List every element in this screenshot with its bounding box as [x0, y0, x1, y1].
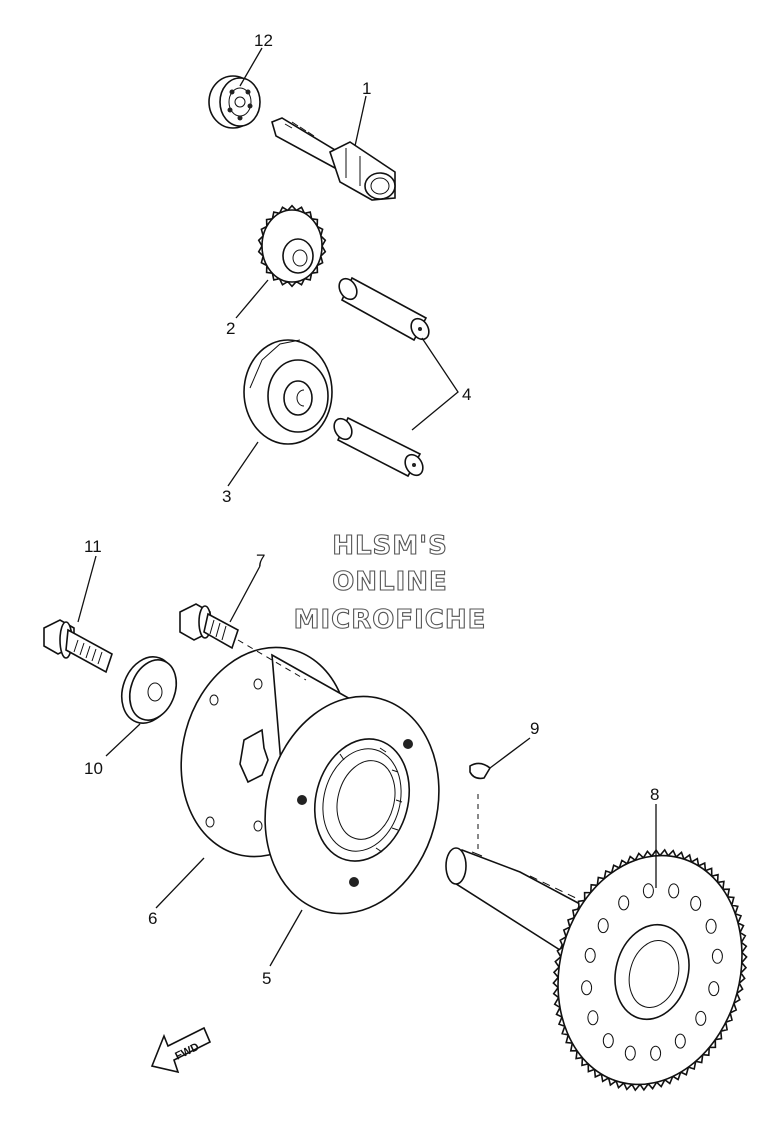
- callout-8: 8: [650, 785, 659, 804]
- part-8-ring-gear: [552, 848, 748, 1092]
- leader-lines: [77, 47, 657, 967]
- callout-2: 2: [226, 319, 235, 338]
- ring-gear-hole: [581, 980, 593, 996]
- callout-5: 5: [262, 969, 271, 988]
- ring-gear-hole: [674, 1033, 686, 1049]
- callout-4: 4: [462, 385, 471, 404]
- part-2-small-gear: [257, 204, 327, 288]
- ring-gear-hole: [705, 918, 717, 934]
- ring-gear-hole: [650, 1045, 662, 1061]
- shaft-end: [445, 847, 582, 952]
- ring-gear-hole: [602, 1033, 614, 1049]
- callout-10: 10: [84, 759, 103, 778]
- ring-gear-hole: [642, 883, 654, 899]
- callout-3: 3: [222, 487, 231, 506]
- ring-gear-hole: [668, 883, 680, 899]
- part-1-shaft: [271, 117, 396, 201]
- ring-gear-hole: [711, 948, 723, 964]
- part-3-large-gear: [243, 339, 333, 445]
- callout-12: 12: [254, 31, 273, 50]
- callout-1: 1: [362, 79, 371, 98]
- ring-gear-hole: [624, 1045, 636, 1061]
- part-11-flange-bolt: [43, 619, 113, 674]
- callout-11: 11: [84, 537, 102, 556]
- ring-gear-hole: [708, 981, 720, 997]
- part-5-starter-clutch: [264, 653, 440, 915]
- part-7-bolt: [179, 603, 239, 650]
- ring-gear-hole: [618, 895, 630, 911]
- part-10-washer: [120, 656, 178, 724]
- fwd-arrow-icon: FWD: [150, 1026, 212, 1074]
- ring-gear-hole: [597, 918, 609, 934]
- callout-7: 7: [256, 551, 265, 570]
- callout-6: 6: [148, 909, 157, 928]
- watermark-line-2: ONLINE: [332, 567, 448, 597]
- part-4-pin-upper: [338, 276, 430, 342]
- ring-gear-hole: [695, 1010, 707, 1026]
- ring-gear-hole: [584, 947, 596, 963]
- callout-9: 9: [530, 719, 539, 738]
- ring-gear-hole: [587, 1010, 599, 1026]
- ring-gear-hole: [690, 895, 702, 911]
- part-12-bearing: [208, 75, 261, 129]
- watermark-line-1: HLSM'S: [332, 531, 448, 561]
- part-9-key: [469, 762, 492, 780]
- watermark-line-3: MICROFICHE: [294, 605, 487, 635]
- part-4-pin-lower: [333, 416, 424, 478]
